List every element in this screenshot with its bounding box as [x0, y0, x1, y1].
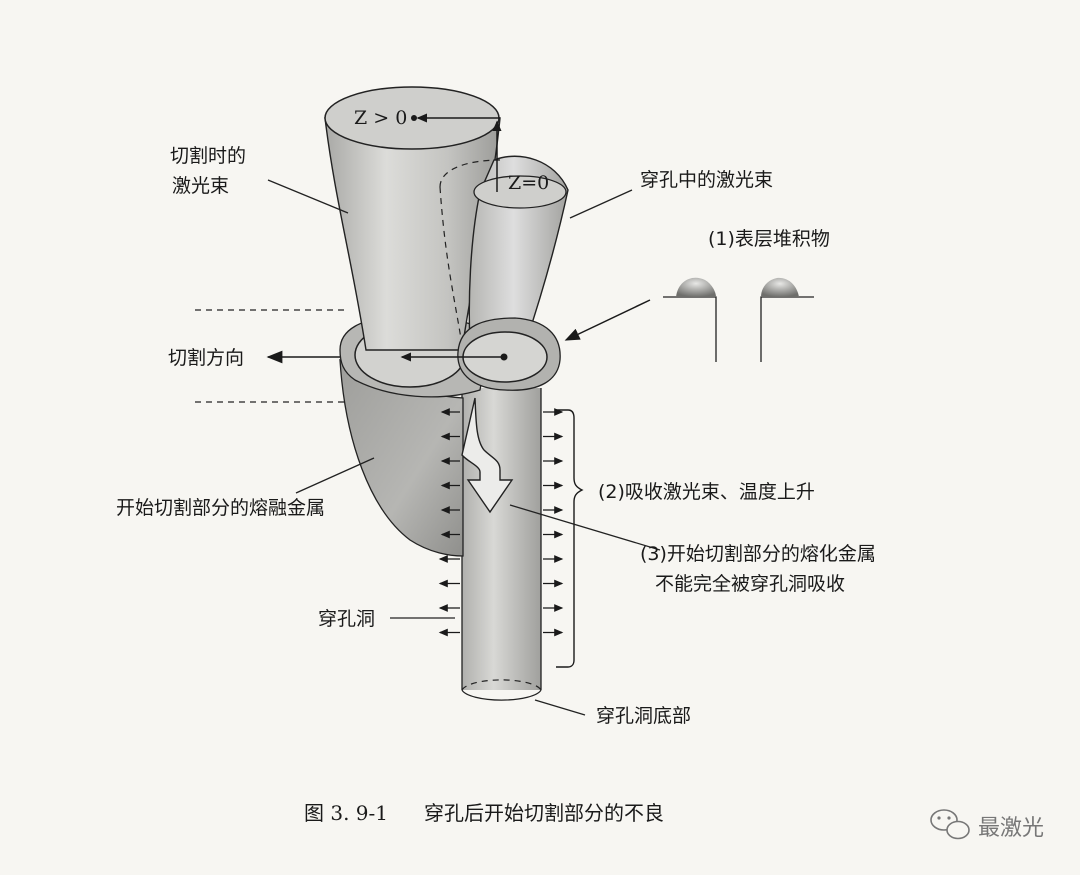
label-piercing-beam: 穿孔中的激光束	[640, 169, 773, 191]
label-pierce-hole-bottom: 穿孔洞底部	[596, 705, 691, 727]
leader-deposit	[564, 299, 651, 341]
label-z-gt-0: Z > 0	[354, 107, 407, 129]
leader-hole-bottom	[534, 699, 586, 716]
label-cutting-beam-line1: 切割时的	[170, 145, 246, 167]
leader-cutting-beam	[267, 179, 349, 214]
leader-molten	[295, 457, 375, 494]
wall-heat-arrows	[438, 408, 564, 637]
label-melted-metal: (3)开始切割部分的熔化金属 不能完全被穿孔洞吸收	[640, 543, 882, 595]
figure-caption-text: 穿孔后开始切割部分的不良	[424, 801, 664, 825]
wechat-icon	[930, 809, 970, 840]
watermark-text: 最激光	[978, 816, 1044, 841]
label-cutting-direction: 切割方向	[168, 347, 244, 369]
watermark: 最激光	[930, 809, 1044, 841]
label-melted-metal-line2: 不能完全被穿孔洞吸收	[655, 573, 845, 595]
absorption-brace	[556, 409, 584, 668]
label-pierce-hole: 穿孔洞	[318, 608, 375, 630]
deposit-bump-left	[676, 277, 716, 297]
leader-melted	[509, 504, 661, 551]
label-cutting-beam: 切割时的 激光束	[170, 145, 252, 197]
deposit-inset	[663, 277, 814, 362]
label-absorb-beam: (2)吸收激光束、温度上升	[598, 481, 815, 503]
label-molten-metal-start: 开始切割部分的熔融金属	[116, 497, 325, 519]
figure-caption-number: 图 3. 9-1	[304, 801, 388, 825]
label-z-eq-0: Z=0	[508, 172, 549, 194]
label-surface-deposit: (1)表层堆积物	[708, 228, 830, 250]
label-cutting-beam-line2: 激光束	[172, 175, 229, 197]
leader-piercing-beam	[569, 189, 633, 219]
melt-flow-arrow	[461, 397, 514, 514]
deposit-bump-right	[761, 277, 799, 297]
label-melted-metal-line1: (3)开始切割部分的熔化金属	[640, 543, 876, 565]
